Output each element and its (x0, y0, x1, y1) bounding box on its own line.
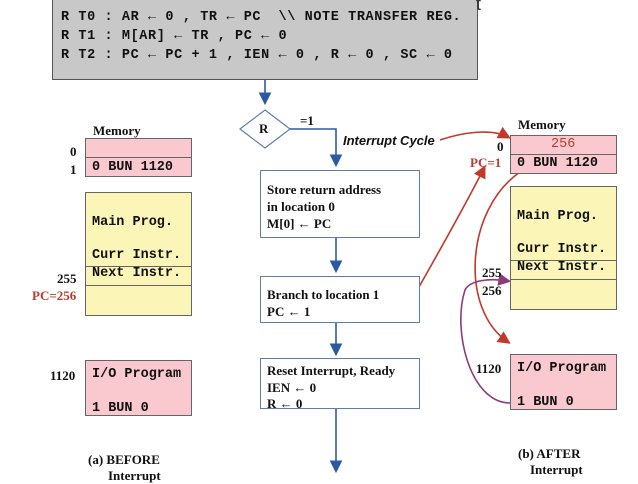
before-main-prog-text: Main Prog. (92, 215, 174, 230)
decision-label: R (259, 121, 269, 136)
before-bun0-text: 1 BUN 0 (92, 401, 149, 416)
arrow-return-to-256 (460, 273, 512, 404)
before-io-prog-text: I/O Program (92, 367, 182, 382)
step-reset-line1: Reset Interrupt, Ready (267, 363, 396, 378)
after-cell-0-text: 256 (551, 137, 576, 152)
rtl-line-t0: R T0 : AR ← 0 , TR ← PC \\ NOTE TRANSFER… (61, 10, 462, 25)
after-cell-0: 256 (510, 135, 617, 155)
cropped-glyph: t (476, 0, 482, 14)
interrupt-cycle-label: Interrupt Cycle (343, 133, 435, 148)
after-addr-0: 0 (497, 139, 504, 154)
step-branch-location-1: Branch to location 1 PC ← 1 (260, 276, 420, 323)
arrow-branch-to-pc1 (414, 165, 486, 295)
step-reset-line3: R ← 0 (267, 396, 303, 411)
before-cell-255: Next Instr. (85, 266, 192, 286)
step-store-line2: in location 0 (267, 199, 335, 214)
step-store-line1: Store return address (267, 182, 382, 197)
rtl-line-t1: R T1 : M[AR] ← TR , PC ← 0 (61, 29, 288, 44)
before-caption-line2: Interrupt (108, 468, 161, 483)
after-bun0-text: 1 BUN 0 (517, 395, 574, 410)
step-branch-line2: PC ← 1 (267, 304, 311, 319)
before-memory-title: Memory (93, 123, 141, 138)
rtl-line-t2: R T2 : PC ← PC + 1 , IEN ← 0 , R ← 0 , S… (61, 48, 453, 63)
before-curr-instr-text: Curr Instr. (92, 248, 182, 263)
arrow-bun-to-io (474, 171, 521, 344)
before-addr-1120: 1120 (50, 368, 76, 383)
before-io-program-block: I/O Program 1 BUN 0 (85, 360, 192, 416)
after-cell-1-text: 0 BUN 1120 (517, 156, 599, 171)
after-addr-256: 256 (482, 283, 502, 298)
after-caption-line1: (b) AFTER (518, 446, 581, 461)
after-cell-255: Next Instr. (510, 260, 617, 280)
after-io-prog-text: I/O Program (517, 361, 607, 376)
after-caption-line2: Interrupt (530, 462, 583, 477)
after-pc-label: PC=1 (470, 155, 502, 170)
before-cell-1-text: 0 BUN 1120 (92, 160, 174, 175)
after-curr-instr-text: Curr Instr. (517, 242, 607, 257)
step-reset-interrupt: Reset Interrupt, Ready IEN ← 0 R ← 0 (260, 358, 420, 411)
after-addr-255: 255 (482, 265, 502, 280)
after-io-program-block: I/O Program 1 BUN 0 (510, 354, 617, 410)
decision-branch-label: =1 (300, 113, 314, 128)
rtl-statements-box: R T0 : AR ← 0 , TR ← PC \\ NOTE TRANSFER… (52, 0, 478, 80)
arrow-cycle-to-location0 (439, 126, 511, 141)
after-addr-1120: 1120 (476, 361, 502, 376)
after-main-prog-text: Main Prog. (517, 209, 599, 224)
before-next-instr-text: Next Instr. (92, 266, 182, 281)
before-caption-line1: (a) BEFORE (88, 452, 160, 467)
before-addr-255: 255 (57, 271, 77, 286)
before-cell-256 (85, 285, 192, 316)
before-cell-1: 0 BUN 1120 (85, 157, 192, 177)
before-addr-1: 1 (70, 162, 77, 177)
before-addr-0: 0 (70, 144, 77, 159)
before-pc-label: PC=256 (32, 288, 77, 303)
step-reset-line2: IEN ← 0 (267, 380, 317, 395)
before-cell-0 (85, 138, 192, 158)
step-store-line3: M[0] ← PC (267, 216, 332, 231)
decision-diamond (239, 109, 291, 149)
after-next-instr-text: Next Instr. (517, 260, 607, 275)
after-cell-1: 0 BUN 1120 (510, 154, 617, 174)
after-cell-256 (510, 279, 617, 310)
step-branch-line1: Branch to location 1 (267, 287, 380, 302)
after-memory-title: Memory (518, 117, 566, 132)
step-store-return-address: Store return address in location 0 M[0] … (260, 170, 420, 238)
arrow-decision-to-store (290, 128, 343, 168)
